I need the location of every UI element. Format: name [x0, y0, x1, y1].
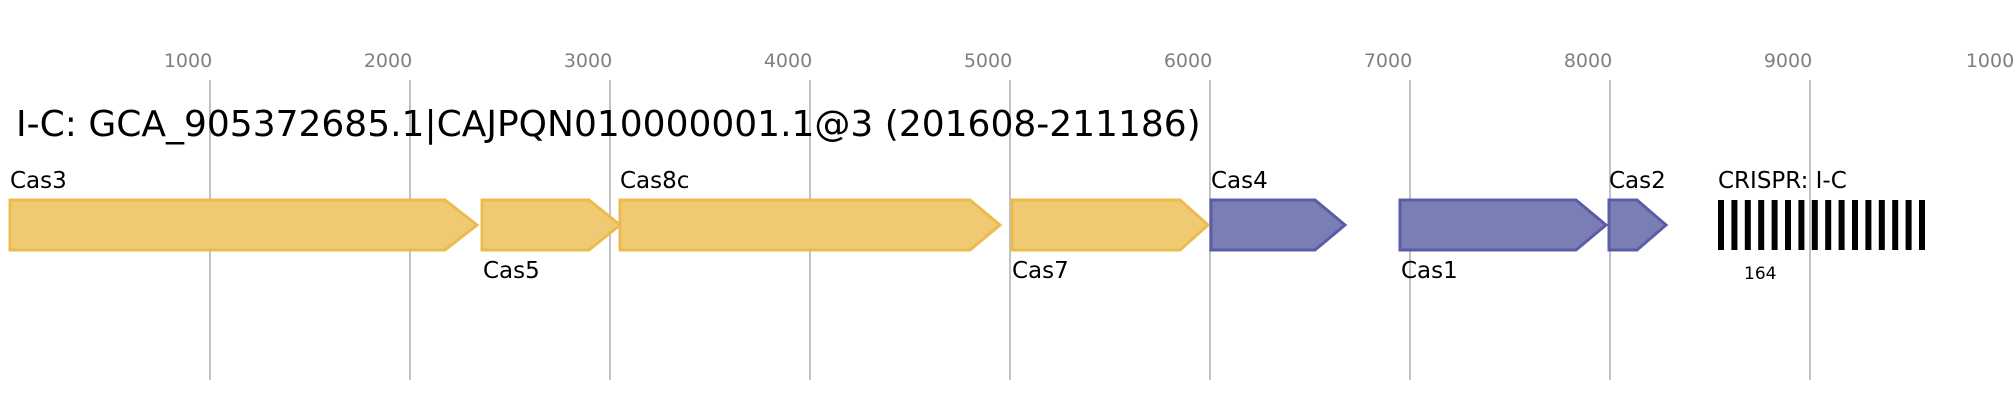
crispr-label: CRISPR: I-C	[1718, 168, 1847, 194]
gene-label-cas8c: Cas8c	[620, 168, 690, 194]
axis-tick-label: 8000	[1563, 50, 1613, 72]
gene-label-cas5: Cas5	[483, 258, 540, 284]
gene-label-cas3: Cas3	[10, 168, 67, 194]
axis-tick-label: 7000	[1363, 50, 1413, 72]
axis-tick-label: 3000	[563, 50, 613, 72]
gene-arrow-cas8c	[618, 198, 1003, 252]
gene-arrow-cas1	[1398, 198, 1609, 252]
crispr-repeat-array	[1718, 200, 1925, 250]
gene-label-cas7: Cas7	[1012, 258, 1069, 284]
gene-arrow-cas3	[8, 198, 480, 252]
crispr-repeat	[1744, 200, 1751, 250]
crispr-repeat	[1919, 200, 1925, 250]
locus-title: I-C: GCA_905372685.1|CAJPQN010000001.1@3…	[16, 104, 1201, 145]
crispr-repeat	[1852, 200, 1858, 250]
axis-tick-label: 1000	[1965, 50, 2015, 72]
crispr-repeat	[1865, 200, 1872, 250]
gene-label-cas1: Cas1	[1401, 258, 1458, 284]
crispr-repeat	[1731, 200, 1738, 250]
gridline	[1009, 80, 1011, 380]
gene-arrow-cas4	[1209, 198, 1348, 252]
crispr-repeat	[1758, 200, 1765, 250]
crispr-repeat	[1825, 200, 1832, 250]
crispr-repeat	[1718, 200, 1724, 250]
gene-label-cas2: Cas2	[1609, 168, 1666, 194]
crispr-repeat	[1785, 200, 1791, 250]
gene-arrow-cas5	[480, 198, 623, 252]
crispr-repeat	[1811, 200, 1818, 250]
axis-tick-label: 2000	[363, 50, 413, 72]
gene-arrow-cas2	[1607, 198, 1669, 252]
crispr-repeat	[1798, 200, 1805, 250]
axis-tick-label: 5000	[963, 50, 1013, 72]
axis-tick-label: 4000	[763, 50, 813, 72]
crispr-repeat	[1838, 200, 1845, 250]
gene-label-cas4: Cas4	[1211, 168, 1268, 194]
axis-tick-label: 1000	[163, 50, 213, 72]
crispr-repeat	[1892, 200, 1899, 250]
gridline	[1809, 80, 1811, 380]
axis-tick-label: 6000	[1163, 50, 1213, 72]
gene-arrow-cas7	[1010, 198, 1211, 252]
crispr-repeat	[1771, 200, 1778, 250]
crispr-repeat	[1905, 200, 1912, 250]
crispr-repeat	[1878, 200, 1885, 250]
axis-tick-label: 9000	[1763, 50, 1813, 72]
crispr-spacer-count: 164	[1744, 264, 1777, 284]
